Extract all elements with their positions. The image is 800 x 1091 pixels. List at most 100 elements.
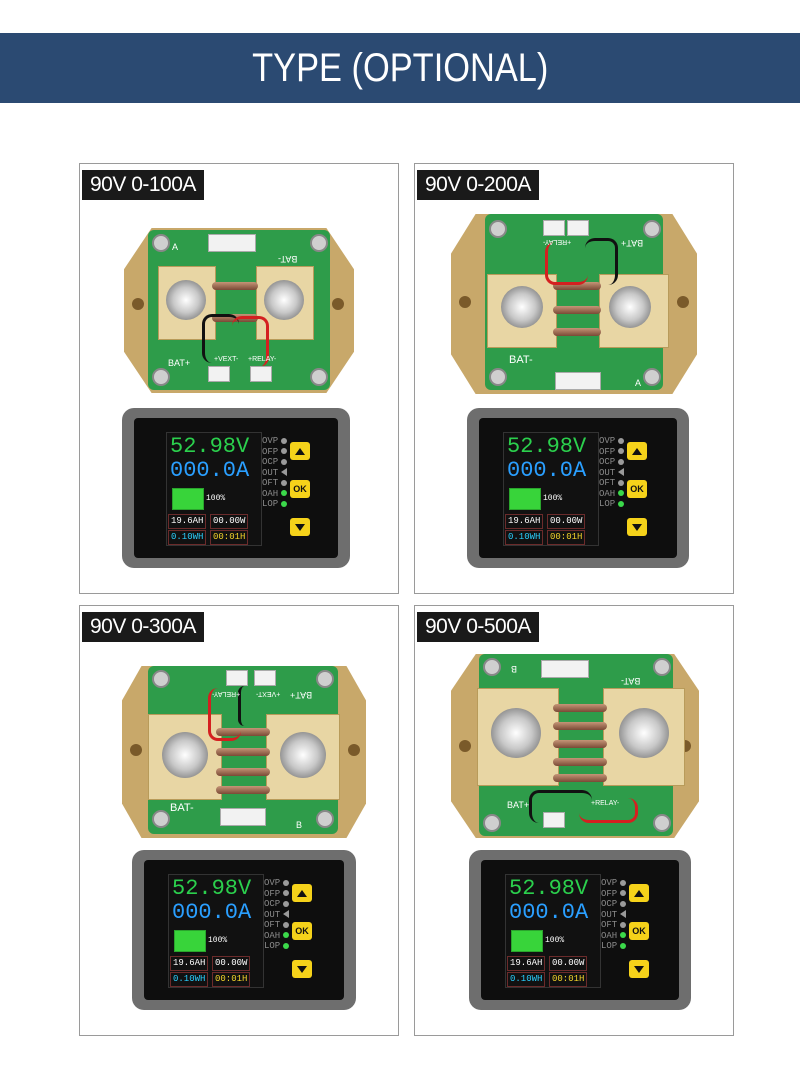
product-label: 90V 0-500A [417,612,539,642]
energy-cell: 0.10WH [170,972,209,987]
product-label: 90V 0-100A [82,170,204,200]
status-out: OUT [601,909,618,920]
bat-minus-label: BAT- [621,676,641,686]
status-ofp: OFP [264,888,281,899]
status-ocp: OCP [601,899,618,909]
status-lop: LOP [264,941,281,951]
title-banner: TYPE (OPTIONAL) [0,33,800,103]
display-meter: 52.98V 000.0A 100% 19.6AH 00.00W 0.10WH … [132,850,356,1010]
up-button[interactable] [627,442,647,460]
bat-plus-label: BAT+ [621,238,644,248]
status-oah: OAH [601,930,618,941]
energy-cell: 0.10WH [168,530,207,545]
down-button[interactable] [290,518,310,536]
status-out: OUT [599,467,616,478]
product-card-500a: 90V 0-500A BAT- BAT+ +RELAY- B 52.98V 00… [414,605,734,1036]
battery-percent: 100% [543,494,563,503]
ok-button[interactable]: OK [627,480,647,498]
power-cell: 00.00W [212,956,251,971]
shunt-board-image: BAT+ BAT- +VEXT- +RELAY- A [118,218,358,396]
status-column: OVP OFP OCP OUT OFT OAH LOP [262,436,288,510]
up-button[interactable] [290,442,310,460]
status-lop: LOP [262,499,279,509]
status-column: OVP OFP OCP OUT OFT OAH LOP [601,878,627,952]
status-column: OVP OFP OCP OUT OFT OAH LOP [599,436,625,510]
ok-button[interactable]: OK [292,922,312,940]
status-oah: OAH [599,488,616,499]
battery-icon [174,930,206,952]
current-readout: 000.0A [507,458,587,483]
board-letter: A [635,378,642,388]
board-letter: A [172,242,179,252]
vext-label: +VEXT- [256,690,281,697]
display-meter: 52.98V 000.0A 100% 19.6AH 00.00W 0.10WH … [469,850,691,1010]
status-oah: OAH [264,930,281,941]
down-button[interactable] [292,960,312,978]
product-card-300a: 90V 0-300A BAT- BAT+ +VEXT- +RELAY- B 52… [79,605,399,1036]
capacity-cell: 19.6AH [505,514,544,529]
status-lop: LOP [601,941,618,951]
voltage-readout: 52.98V [507,434,587,459]
voltage-readout: 52.98V [170,434,250,459]
time-cell: 00:01H [212,972,251,987]
arrow-down-icon [634,965,644,973]
power-cell: 00.00W [210,514,249,529]
up-button[interactable] [292,884,312,902]
product-card-200a: 90V 0-200A BAT- BAT+ +RELAY- A 52.98V 00… [414,163,734,594]
voltage-readout: 52.98V [172,876,252,901]
status-oft: OFT [601,920,618,930]
status-oah: OAH [262,488,279,499]
status-ovp: OVP [599,436,616,446]
battery-icon [511,930,543,952]
time-cell: 00:01H [210,530,249,545]
status-ocp: OCP [599,457,616,467]
status-ocp: OCP [264,899,281,909]
down-button[interactable] [629,960,649,978]
board-letter: B [296,820,303,830]
arrow-up-icon [634,889,644,897]
status-ofp: OFP [599,446,616,457]
relay-label: +RELAY- [212,690,241,697]
banner-title: TYPE (OPTIONAL) [251,45,549,90]
status-out: OUT [262,467,279,478]
current-readout: 000.0A [170,458,250,483]
bat-minus-label: BAT- [509,354,533,366]
shunt-board-image: BAT- BAT+ +RELAY- A [449,208,699,398]
energy-cell: 0.10WH [507,972,546,987]
ok-button[interactable]: OK [290,480,310,498]
status-ovp: OVP [262,436,279,446]
status-oft: OFT [262,478,279,488]
display-meter: 52.98V 000.0A 100% 19.6AH 00.00W 0.10WH … [122,408,350,568]
product-card-100a: 90V 0-100A BAT+ BAT- +VEXT- +RELAY- A 52… [79,163,399,594]
vext-label: +VEXT- [214,356,239,363]
arrow-down-icon [297,965,307,973]
ok-button[interactable]: OK [629,922,649,940]
down-button[interactable] [627,518,647,536]
current-readout: 000.0A [172,900,252,925]
up-button[interactable] [629,884,649,902]
status-lop: LOP [599,499,616,509]
power-cell: 00.00W [547,514,586,529]
capacity-cell: 19.6AH [507,956,546,971]
shunt-board-image: BAT- BAT+ +RELAY- B [449,650,701,840]
arrow-down-icon [632,523,642,531]
relay-label: +RELAY- [591,800,620,807]
arrow-up-icon [295,447,305,455]
status-oft: OFT [264,920,281,930]
status-ovp: OVP [264,878,281,888]
bat-plus-label: BAT+ [168,358,191,368]
bat-plus-label: BAT+ [507,800,530,810]
capacity-cell: 19.6AH [168,514,207,529]
battery-icon [172,488,204,510]
status-oft: OFT [599,478,616,488]
relay-label: +RELAY- [543,238,572,245]
battery-percent: 100% [208,936,228,945]
relay-label: +RELAY- [248,356,277,363]
power-cell: 00.00W [549,956,588,971]
board-letter: B [511,664,518,674]
status-ofp: OFP [601,888,618,899]
battery-percent: 100% [545,936,565,945]
battery-percent: 100% [206,494,226,503]
bat-minus-label: BAT- [170,802,194,814]
arrow-up-icon [297,889,307,897]
